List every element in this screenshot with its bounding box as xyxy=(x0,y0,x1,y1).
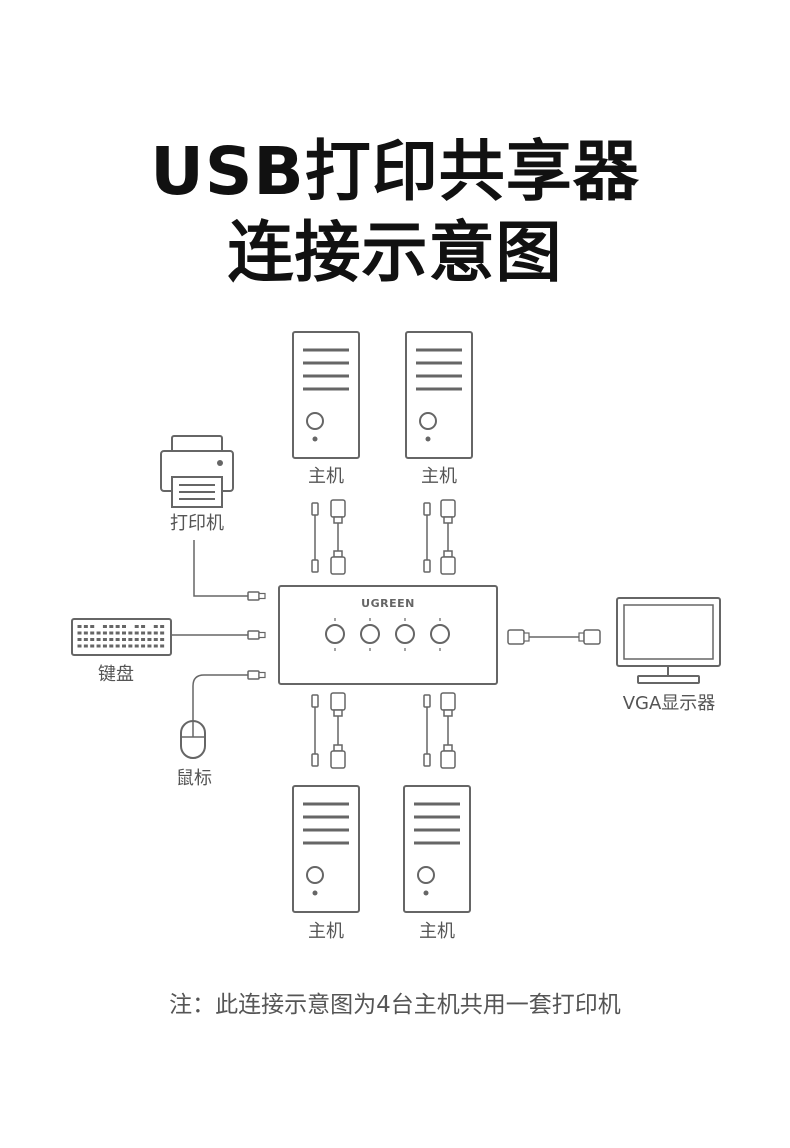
keyboard-key xyxy=(77,631,82,635)
keyboard-key xyxy=(160,625,165,628)
printer-label: 打印机 xyxy=(170,513,224,534)
keyboard-key xyxy=(147,638,152,641)
keyboard-key xyxy=(122,644,126,648)
switch-buttons xyxy=(325,618,450,651)
keyboard-key xyxy=(102,625,107,628)
keyboard-icon xyxy=(71,618,172,656)
host-tower-bottom-right xyxy=(403,785,471,913)
keyboard-key xyxy=(115,638,120,641)
keyboard-key xyxy=(90,644,95,648)
keyboard-key xyxy=(83,625,88,628)
keyboard-key xyxy=(141,644,146,648)
keyboard-key xyxy=(160,644,165,648)
keyboard-key xyxy=(109,644,114,648)
keyboard-key xyxy=(77,644,82,648)
mouse-cable xyxy=(192,670,266,721)
usb-printer-switch xyxy=(278,585,498,685)
keyboard-key xyxy=(77,625,82,628)
keyboard-key xyxy=(90,638,95,641)
keyboard-key xyxy=(90,625,95,628)
printer-cable xyxy=(193,540,266,601)
keyboard-key xyxy=(122,638,126,641)
keyboard-key xyxy=(128,638,133,641)
keyboard-key xyxy=(102,631,107,635)
cable-pair-bottom-right xyxy=(423,692,456,769)
host-tower-top-right xyxy=(405,331,473,459)
host-tower-bottom-left xyxy=(292,785,360,913)
keyboard-key xyxy=(115,644,120,648)
keyboard-key xyxy=(83,638,88,641)
keyboard-key xyxy=(141,631,146,635)
keyboard-key xyxy=(153,625,158,628)
keyboard-key xyxy=(102,638,107,641)
keyboard-key xyxy=(128,644,133,648)
keyboard-key xyxy=(153,638,158,641)
switch-brand-label: UGREEN xyxy=(361,597,415,610)
host-label-top-right: 主机 xyxy=(421,466,457,487)
keyboard-key xyxy=(134,644,139,648)
host-label-bottom-left: 主机 xyxy=(308,921,344,942)
keyboard-key xyxy=(141,638,146,641)
title-line-1: USB打印共享器 xyxy=(150,133,640,210)
keyboard-key xyxy=(115,631,120,635)
keyboard-key xyxy=(122,631,126,635)
keyboard-key xyxy=(128,631,133,635)
keyboard-key xyxy=(134,625,139,628)
keyboard-key xyxy=(134,631,139,635)
keyboard-key xyxy=(160,638,165,641)
keyboard-key xyxy=(90,631,95,635)
cable-pair-top-left xyxy=(311,499,346,575)
keyboard-key xyxy=(109,638,114,641)
keyboard-key xyxy=(109,625,114,628)
mouse-label: 鼠标 xyxy=(176,768,212,789)
mouse-icon xyxy=(180,720,206,759)
keyboard-key xyxy=(96,631,101,635)
keyboard-cable xyxy=(171,630,266,640)
monitor-label: VGA显示器 xyxy=(622,693,716,714)
keyboard-key xyxy=(96,644,101,648)
keyboard-key xyxy=(77,638,82,641)
keyboard-key xyxy=(153,631,158,635)
vga-cable-monitor xyxy=(507,629,601,645)
keyboard-key xyxy=(115,625,120,628)
cable-pair-bottom-left xyxy=(311,692,346,769)
cable-pair-top-right xyxy=(423,499,456,575)
monitor-icon xyxy=(616,597,721,684)
keyboard-key xyxy=(153,644,158,648)
title-line-2: 连接示意图 xyxy=(227,214,563,291)
keyboard-key xyxy=(160,631,165,635)
footnote: 注：此连接示意图为4台主机共用一套打印机 xyxy=(169,992,621,1018)
host-label-top-left: 主机 xyxy=(308,466,344,487)
printer-icon xyxy=(160,435,234,508)
keyboard-key xyxy=(102,644,107,648)
keyboard-key xyxy=(134,638,139,641)
keyboard-key xyxy=(109,631,114,635)
host-tower-top-left xyxy=(292,331,360,459)
host-label-bottom-right: 主机 xyxy=(419,921,455,942)
keyboard-key xyxy=(83,644,88,648)
keyboard-key xyxy=(147,644,152,648)
keyboard-key xyxy=(96,638,101,641)
keyboard-key xyxy=(83,631,88,635)
keyboard-key xyxy=(141,625,146,628)
keyboard-key xyxy=(122,625,126,628)
keyboard-label: 键盘 xyxy=(98,664,134,685)
keyboard-key xyxy=(147,631,152,635)
